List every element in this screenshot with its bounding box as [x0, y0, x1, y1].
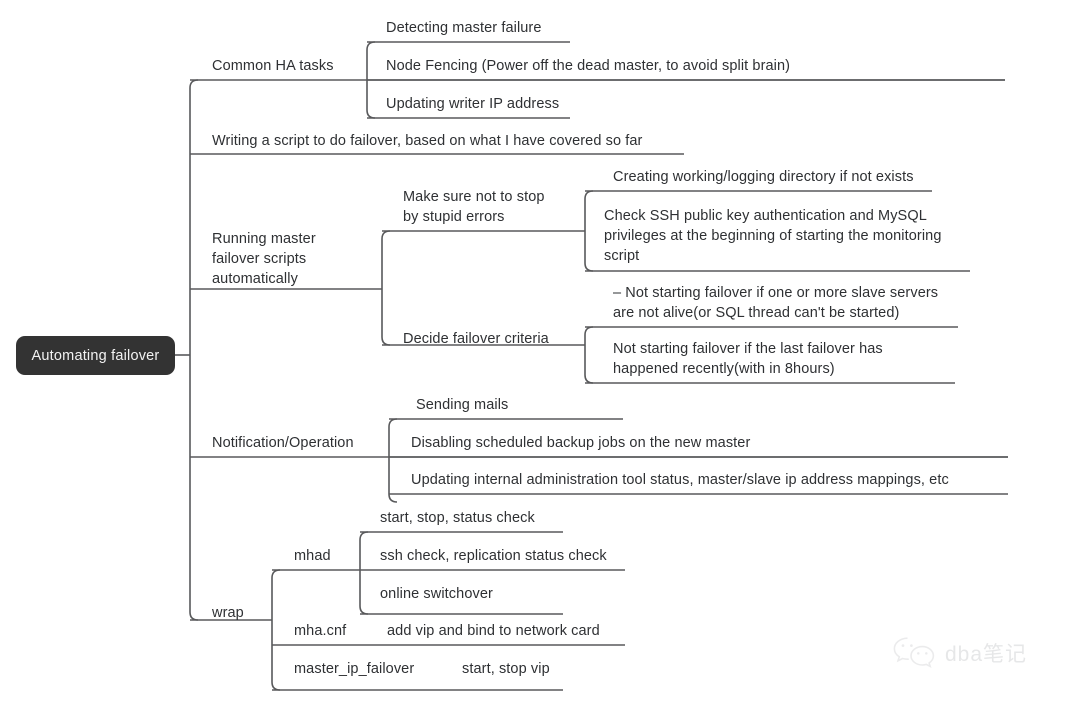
- watermark: dba笔记: [892, 636, 1027, 669]
- node-disabling-scheduled-backup[interactable]: Disabling scheduled backup jobs on the n…: [411, 435, 751, 451]
- node-check-ssh-public-key[interactable]: Check SSH public key authentication and …: [604, 208, 942, 264]
- node-not-starting-failover-slaves[interactable]: – Not starting failover if one or more s…: [613, 285, 939, 321]
- subtrunk-notification: [388, 418, 398, 503]
- subtrunk-wrap: [271, 569, 281, 691]
- node-mha-cnf[interactable]: mha.cnf: [294, 623, 347, 639]
- node-start-stop-status-check[interactable]: start, stop, status check: [380, 510, 535, 526]
- wechat-icon: [892, 636, 938, 669]
- node-node-fencing[interactable]: Node Fencing (Power off the dead master,…: [386, 58, 791, 74]
- node-updating-internal-admin-tool[interactable]: Updating internal administration tool st…: [411, 472, 949, 488]
- branch-label-notification-operation[interactable]: Notification/Operation: [212, 435, 354, 451]
- branch-label-wrap[interactable]: wrap: [212, 605, 244, 621]
- subtrunk-decide-criteria: [584, 326, 594, 384]
- subtrunk-running-master: [381, 230, 391, 346]
- branch-label-running-master-failover[interactable]: Running master failover scripts automati…: [212, 231, 316, 287]
- node-mha-cnf-value[interactable]: add vip and bind to network card: [387, 623, 600, 639]
- node-sending-mails[interactable]: Sending mails: [416, 397, 509, 413]
- node-master-ip-failover-value[interactable]: start, stop vip: [462, 661, 550, 677]
- node-ssh-check-replication-status[interactable]: ssh check, replication status check: [380, 548, 607, 564]
- node-online-switchover[interactable]: online switchover: [380, 586, 493, 602]
- watermark-text: dba笔记: [945, 642, 1028, 666]
- subtrunk-common-ha: [366, 41, 376, 119]
- node-detecting-master-failure[interactable]: Detecting master failure: [386, 20, 542, 36]
- main-trunk: [189, 79, 199, 621]
- node-creating-working-logging-directory[interactable]: Creating working/logging directory if no…: [613, 169, 914, 185]
- subtrunk-make-sure: [584, 190, 594, 272]
- node-make-sure-not-to-stop[interactable]: Make sure not to stop by stupid errors: [403, 189, 545, 225]
- node-updating-writer-ip-address[interactable]: Updating writer IP address: [386, 96, 560, 112]
- node-master-ip-failover[interactable]: master_ip_failover: [294, 661, 415, 677]
- root-node[interactable]: Automating failover: [16, 336, 175, 375]
- node-not-starting-failover-recent[interactable]: Not starting failover if the last failov…: [613, 341, 883, 377]
- node-mhad[interactable]: mhad: [294, 548, 331, 564]
- branch-label-writing-script[interactable]: Writing a script to do failover, based o…: [212, 133, 643, 149]
- node-decide-failover-criteria[interactable]: Decide failover criteria: [403, 331, 549, 347]
- branch-label-common-ha-tasks[interactable]: Common HA tasks: [212, 58, 334, 74]
- subtrunk-mhad: [359, 531, 369, 615]
- root-node-label: Automating failover: [31, 347, 160, 364]
